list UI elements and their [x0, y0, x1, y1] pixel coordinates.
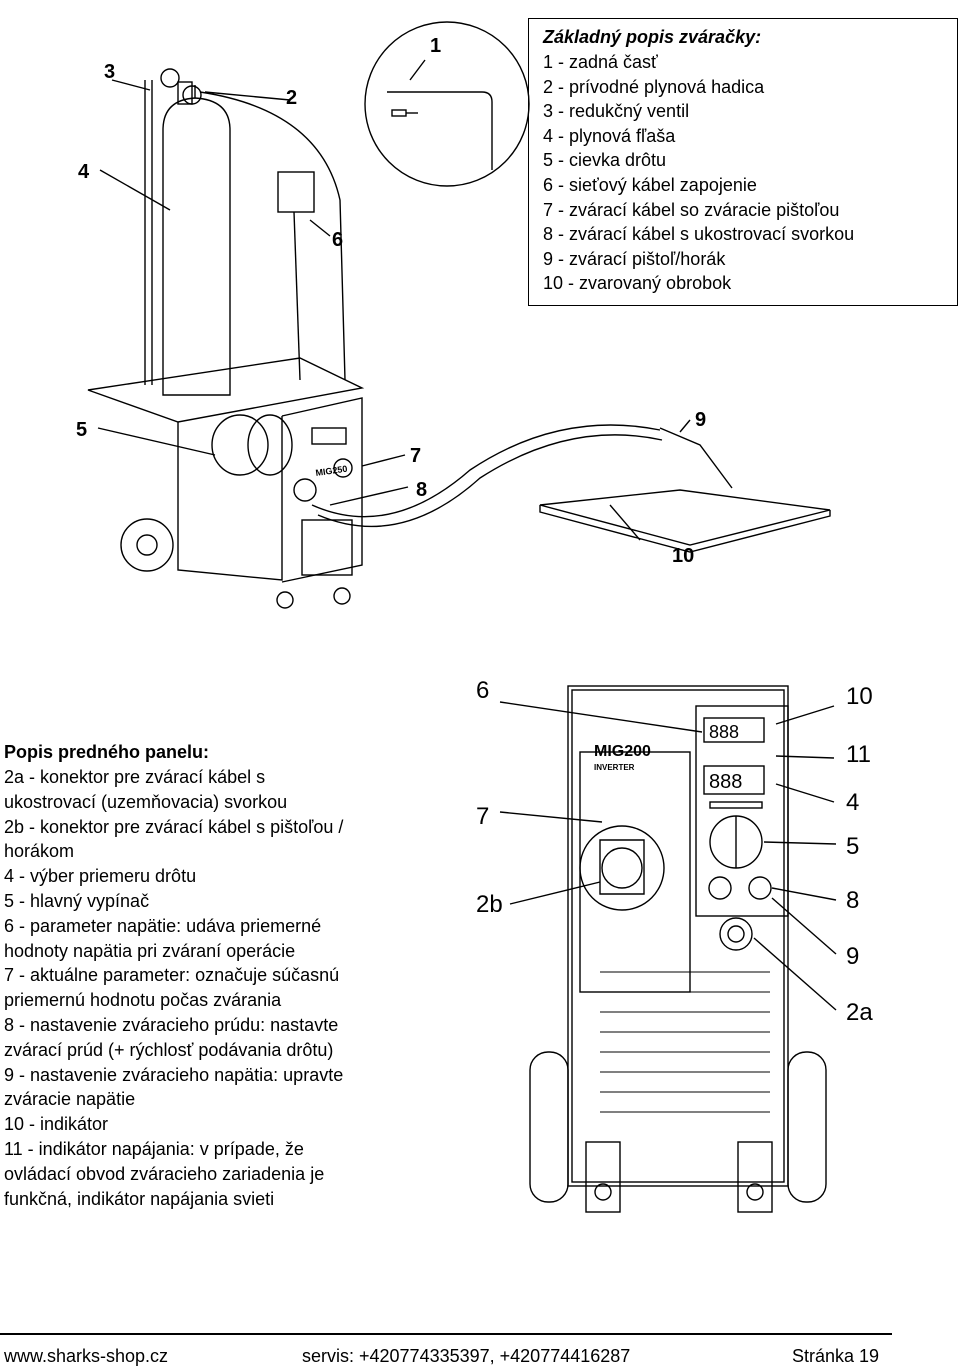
- footer-website[interactable]: www.sharks-shop.cz: [4, 1346, 169, 1366]
- front-panel-title: Popis predného panelu:: [4, 742, 210, 762]
- legend-title: Základný popis zváračky:: [543, 27, 762, 47]
- panel-callout-11: 11: [846, 741, 871, 768]
- callout-5: 5: [76, 419, 87, 441]
- panel-line: ovládací obvod zváracieho zariadenia je: [4, 1163, 325, 1184]
- callout-1: 1: [430, 35, 441, 57]
- callout-2: 2: [286, 87, 297, 109]
- panel-line: 4 - výber priemeru drôtu: [4, 866, 197, 887]
- legend-item: 2 - prívodné plynová hadica: [543, 76, 765, 97]
- panel-callout-2a: 2a: [846, 999, 873, 1026]
- footer-service: servis: +420774335397, +420774416287: [302, 1346, 631, 1366]
- legend-item: 8 - zvárací kábel s ukostrovací svorkou: [543, 224, 855, 245]
- panel-line: 2a - konektor pre zvárací kábel s: [4, 767, 266, 787]
- callout-6: 6: [332, 229, 343, 251]
- panel-line: zváracie napätie: [4, 1089, 136, 1110]
- panel-callout-6: 6: [476, 677, 489, 704]
- legend-item: 9 - zvárací pištoľ/horák: [543, 248, 726, 269]
- legend-box: Základný popis zváračky: 1 - zadná časť …: [528, 18, 958, 306]
- legend-item: 6 - sieťový kábel zapojenie: [543, 174, 757, 195]
- panel-line: 6 - parameter napätie: udáva priemerné: [4, 915, 322, 936]
- panel-line: horákom: [4, 841, 75, 862]
- panel-model: MIG200: [594, 743, 651, 760]
- panel-callout-7: 7: [476, 803, 489, 830]
- legend-item: 1 - zadná časť: [543, 52, 658, 72]
- panel-line: 5 - hlavný vypínač: [4, 890, 150, 911]
- panel-callout-9: 9: [846, 943, 859, 970]
- welder-setup-illustration: 1 2 3 4 5 6 7 8 9 10 MIG250: [76, 21, 831, 609]
- front-panel-description: Popis predného panelu: 2a - konektor pre…: [4, 740, 424, 1211]
- panel-line: zvárací prúd (+ rýchlosť podávania drôtu…: [4, 1039, 334, 1060]
- voltage-display: 888: [709, 722, 739, 742]
- legend-item: 7 - zvárací kábel so zváracie pištoľou: [543, 199, 840, 220]
- callout-7: 7: [410, 445, 421, 467]
- panel-callout-2b: 2b: [476, 891, 503, 918]
- machine-label: MIG250: [315, 464, 348, 478]
- panel-callout-8: 8: [846, 887, 859, 914]
- callout-3: 3: [104, 61, 115, 83]
- panel-line: 7 - aktuálne parameter: označuje súčasnú: [4, 965, 340, 986]
- panel-line: priemernú hodnotu počas zvárania: [4, 990, 282, 1011]
- panel-line: 9 - nastavenie zváracieho napätia: uprav…: [4, 1064, 344, 1085]
- legend-item: 5 - cievka drôtu: [543, 150, 667, 171]
- panel-callout-4: 4: [846, 789, 859, 816]
- footer-divider: [0, 1333, 892, 1335]
- legend-item: 10 - zvarovaný obrobok: [543, 273, 732, 294]
- callout-10: 10: [672, 545, 694, 567]
- panel-callout-10: 10: [846, 683, 873, 710]
- panel-line: 8 - nastavenie zváracieho prúdu: nastavt…: [4, 1014, 339, 1035]
- panel-line: 10 - indikátor: [4, 1114, 109, 1135]
- panel-line: ukostrovací (uzemňovacia) svorkou: [4, 791, 288, 812]
- callout-4: 4: [78, 161, 90, 183]
- front-panel-illustration: 888 888 MIG200 INVERTER 6 7 2b 10 11 4 5…: [476, 677, 873, 1213]
- legend-item: 3 - redukčný ventil: [543, 101, 690, 122]
- panel-model-sub: INVERTER: [594, 763, 635, 772]
- panel-callout-5: 5: [846, 833, 859, 860]
- panel-line: hodnoty napätia pri zváraní operácie: [4, 940, 296, 961]
- callout-8: 8: [416, 479, 427, 501]
- footer-page-number: Stránka 19: [792, 1346, 880, 1366]
- callout-9: 9: [695, 409, 706, 431]
- panel-line: 11 - indikátor napájania: v prípade, že: [4, 1138, 304, 1159]
- legend-item: 4 - plynová fľaša: [543, 125, 676, 146]
- current-display: 888: [709, 771, 742, 793]
- panel-line: funkčná, indikátor napájania svieti: [4, 1188, 275, 1209]
- panel-line: 2b - konektor pre zvárací kábel s pištoľ…: [4, 816, 344, 837]
